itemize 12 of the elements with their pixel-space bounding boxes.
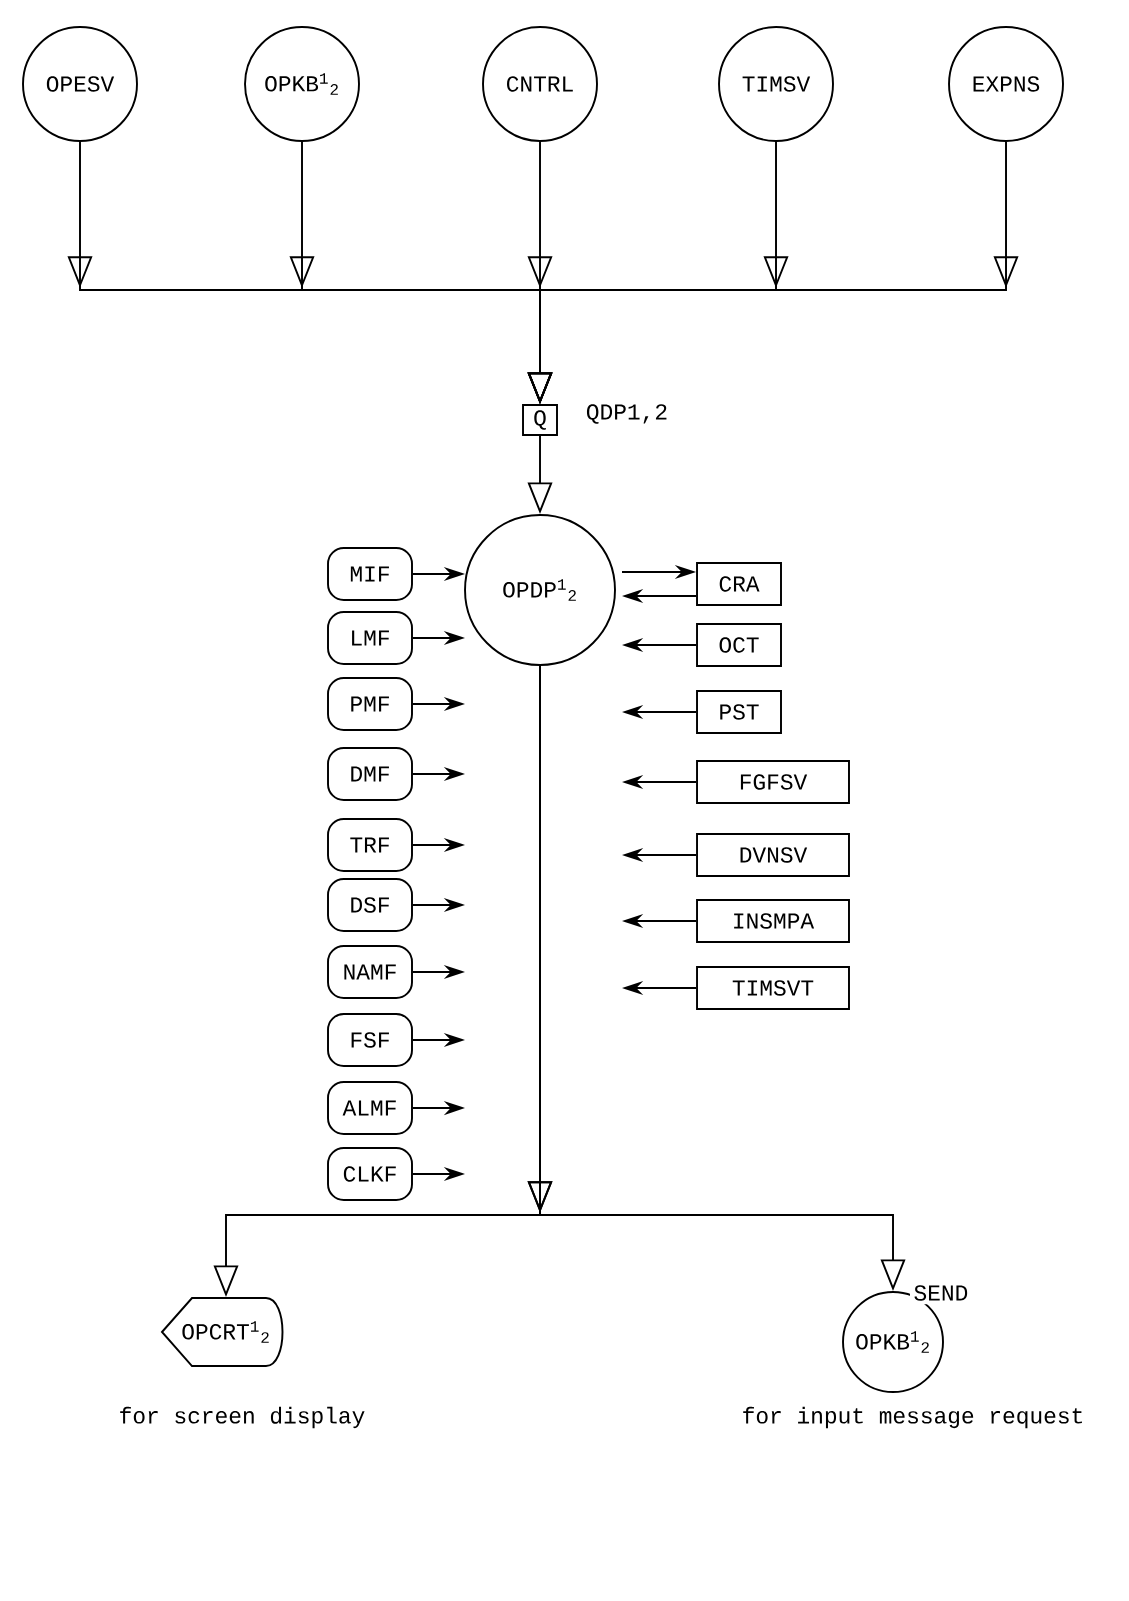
table-box: INSMPA — [696, 899, 850, 943]
table-box: TIMSVT — [696, 966, 850, 1010]
table-box: FGFSV — [696, 760, 850, 804]
table-box: PST — [696, 690, 782, 734]
node-caption: for screen display — [120, 1406, 365, 1429]
edge-label: SEND — [910, 1281, 972, 1305]
node-caption: for input message request — [743, 1406, 1082, 1429]
node-caption: QDP1,2 — [586, 404, 667, 424]
table-box: OCT — [696, 623, 782, 667]
table-box: DVNSV — [696, 833, 850, 877]
table-box: CRA — [696, 562, 782, 606]
queue-box: Q — [522, 404, 558, 436]
